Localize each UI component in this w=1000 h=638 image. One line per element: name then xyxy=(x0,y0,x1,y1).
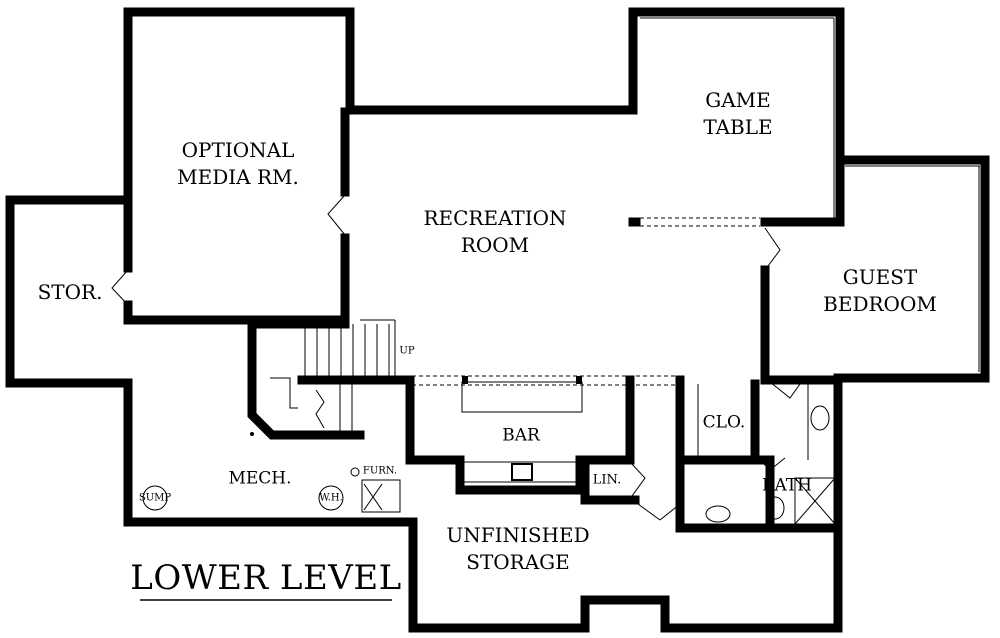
bar-wall xyxy=(405,375,635,495)
water-heater-label: W.H. xyxy=(319,492,343,504)
lin-wall xyxy=(580,455,640,505)
room-label-mech: MECH. xyxy=(228,468,292,489)
doors xyxy=(111,194,801,521)
room-label-bar: BAR xyxy=(502,425,540,446)
bar-counter xyxy=(461,381,583,413)
room-label-media-2: MEDIA RM. xyxy=(177,164,299,189)
guest-wall xyxy=(760,265,843,385)
media-room-wall xyxy=(128,233,350,325)
room-label-stor: STOR. xyxy=(37,279,103,304)
room-label-clo: CLO. xyxy=(702,412,746,433)
room-label-rec-1: RECREATION xyxy=(423,205,567,230)
exterior-wall-guest xyxy=(5,155,990,633)
room-label-game-2: TABLE xyxy=(703,114,773,139)
furnace-icon xyxy=(361,479,401,513)
room-label-bath: BATH xyxy=(761,475,813,496)
toilet-icon xyxy=(810,405,830,431)
room-label-lin: LIN. xyxy=(592,472,622,488)
bath-wall xyxy=(675,375,843,533)
stairs xyxy=(270,319,396,432)
shower-icon xyxy=(794,477,836,525)
bar-sink-counter xyxy=(461,461,578,483)
clo-wall xyxy=(679,455,775,533)
room-label-guest-1: GUEST xyxy=(842,264,918,289)
sump-label: SUMP xyxy=(138,492,172,504)
sink-icon xyxy=(511,463,533,481)
sink-icon xyxy=(705,505,731,523)
water-heater-icon xyxy=(318,485,344,511)
room-label-storage-1: UNFINISHED xyxy=(446,522,590,547)
room-label-storage-2: STORAGE xyxy=(466,549,570,574)
stair-up-label: UP xyxy=(399,345,415,357)
exterior-wall xyxy=(123,7,845,227)
plan-title: LOWER LEVEL xyxy=(130,557,402,598)
furnace-label: FURN. xyxy=(362,465,398,477)
stair-wall xyxy=(247,319,365,440)
toilet-icon xyxy=(765,496,785,520)
room-label-game-1: GAME xyxy=(705,87,771,112)
sump-icon xyxy=(142,485,168,511)
room-label-media-1: OPTIONAL xyxy=(181,137,295,162)
room-label-guest-2: BEDROOM xyxy=(823,291,937,316)
windows xyxy=(640,17,980,372)
room-label-rec-2: ROOM xyxy=(460,232,530,257)
